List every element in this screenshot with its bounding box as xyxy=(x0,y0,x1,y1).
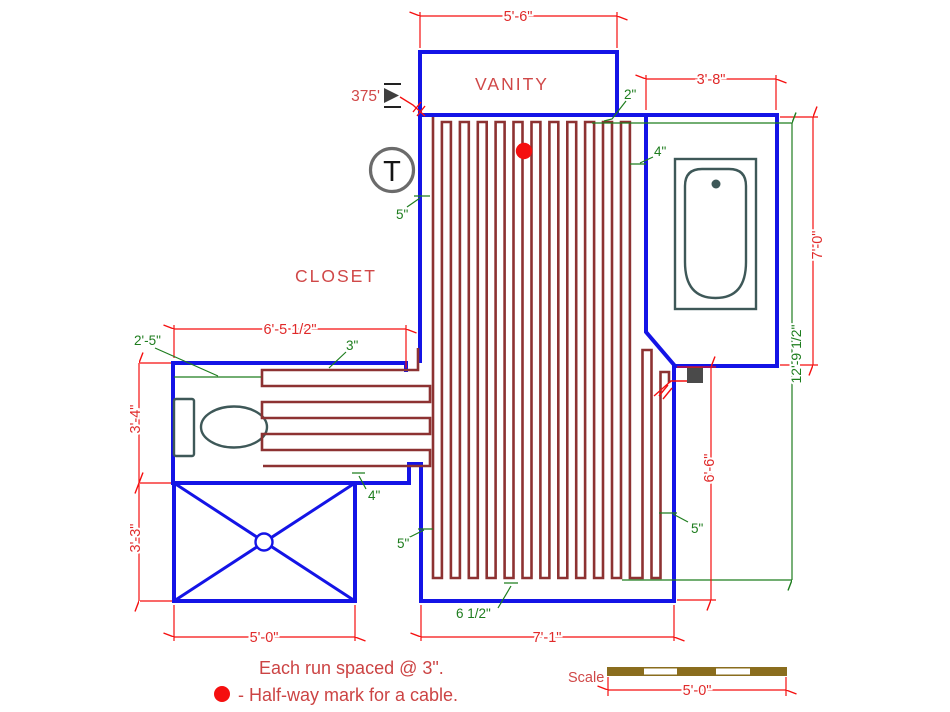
dimension-tub-room-height: 7'-0" xyxy=(780,117,828,365)
toilet-bowl xyxy=(199,405,269,449)
scale-bar-segment xyxy=(716,668,750,675)
annotation-tub-gap: 4" xyxy=(630,143,668,165)
power-connection-marker xyxy=(384,88,399,103)
dim-label: 7'-0" xyxy=(810,231,826,260)
dimension-overall-height: 12'-9 1/2" xyxy=(592,123,806,580)
cable-length-label: 375' xyxy=(351,88,380,105)
power-terminal-ticks xyxy=(384,83,401,108)
top-and-right-wall xyxy=(418,113,779,368)
junction-lead-line xyxy=(653,380,687,397)
dim-label: 6'-6" xyxy=(702,454,718,483)
annotation-label: 5" xyxy=(396,207,409,222)
scale-bar: Scale 5'-0" xyxy=(568,667,787,701)
dimension-main-width: 7'-1" xyxy=(421,605,674,648)
dimension-closet-height: 3'-4" xyxy=(126,363,171,483)
annotation-vanity-gap: 2" xyxy=(603,86,638,122)
annotation-label: 2'-5" xyxy=(134,333,161,348)
halfway-mark-dot xyxy=(515,142,533,160)
annotation-label: 4" xyxy=(368,488,381,503)
room-labels: VANITY CLOSET xyxy=(295,74,549,286)
dim-label: 3'-8" xyxy=(697,72,726,88)
annotation-top-left-gap: 5" xyxy=(395,195,430,224)
annotation-closet-bottom-gap: 4" xyxy=(352,472,382,505)
shower-drain xyxy=(254,532,274,552)
annotation-lower-right-gap: 5" xyxy=(659,512,705,538)
dim-label: 3'-3" xyxy=(128,524,144,553)
power-lead-hatch xyxy=(412,101,426,117)
scale-title: Scale xyxy=(568,670,604,686)
annotation-closet-top-gap: 3" xyxy=(328,337,360,369)
scale-bar-segment xyxy=(644,668,677,675)
dim-label: 12'-9 1/2" xyxy=(788,324,804,383)
dimension-lower-right-height: 6'-6" xyxy=(677,367,720,600)
annotation-label: 3" xyxy=(346,338,359,353)
annotation-label: 5" xyxy=(691,521,704,536)
vanity-wall xyxy=(418,50,619,114)
bathtub-basin xyxy=(683,167,748,300)
spacing-note: Each run spaced @ 3". xyxy=(259,658,444,678)
main-floor-cable xyxy=(431,117,671,580)
closet-label: CLOSET xyxy=(295,266,377,286)
lower-right-and-bottom-wall xyxy=(421,364,676,603)
vanity-label: VANITY xyxy=(475,74,549,94)
power-lead-line xyxy=(399,96,426,117)
dimension-vanity-width: 5'-6" xyxy=(420,7,617,48)
closet-floor-cable xyxy=(260,348,432,468)
toilet-tank xyxy=(172,397,196,458)
power-connections: 375' xyxy=(351,83,703,400)
fixtures: T xyxy=(172,146,758,458)
halfway-legend-dot xyxy=(214,686,230,702)
shower-pan xyxy=(172,481,357,603)
annotation-label: 4" xyxy=(654,144,667,159)
junction-box xyxy=(687,367,703,383)
thermostat-label: T xyxy=(383,156,401,188)
notes: Each run spaced @ 3". - Half-way mark fo… xyxy=(214,658,458,705)
heating-cable xyxy=(260,117,671,580)
dim-label: 7'-1" xyxy=(533,630,562,646)
annotation-bottom-gap: 6 1/2" xyxy=(455,582,518,623)
bathtub-outline xyxy=(673,157,758,311)
dim-label: 6'-5 1/2" xyxy=(263,322,316,338)
annotation-label: 2" xyxy=(624,87,637,102)
dimension-closet-width: 6'-5 1/2" xyxy=(174,320,406,368)
scale-length-label: 5'-0" xyxy=(683,683,712,699)
dimension-tub-room-width: 3'-8" xyxy=(646,70,776,110)
dimension-shower-width: 5'-0" xyxy=(174,605,355,648)
dim-label: 5'-0" xyxy=(250,630,279,646)
bathtub-drain xyxy=(711,179,721,189)
tub-partition-wall xyxy=(644,117,677,368)
annotation-label: 5" xyxy=(397,536,410,551)
annotation-label: 6 1/2" xyxy=(456,606,491,621)
annotation-closet-left-offset: 2'-5" xyxy=(133,332,261,378)
dim-label: 3'-4" xyxy=(128,405,144,434)
halfway-note: - Half-way mark for a cable. xyxy=(238,685,458,705)
junction-lead-hatch xyxy=(658,384,673,400)
shower xyxy=(172,481,357,603)
dimension-shower-height: 3'-3" xyxy=(126,483,172,601)
dim-label: 5'-6" xyxy=(504,9,533,25)
annotation-lower-left-gap: 5" xyxy=(396,528,433,553)
thermostat-symbol xyxy=(368,146,416,194)
scale-bar-strip xyxy=(607,667,787,676)
closet-left-bottom-wall xyxy=(171,361,423,603)
